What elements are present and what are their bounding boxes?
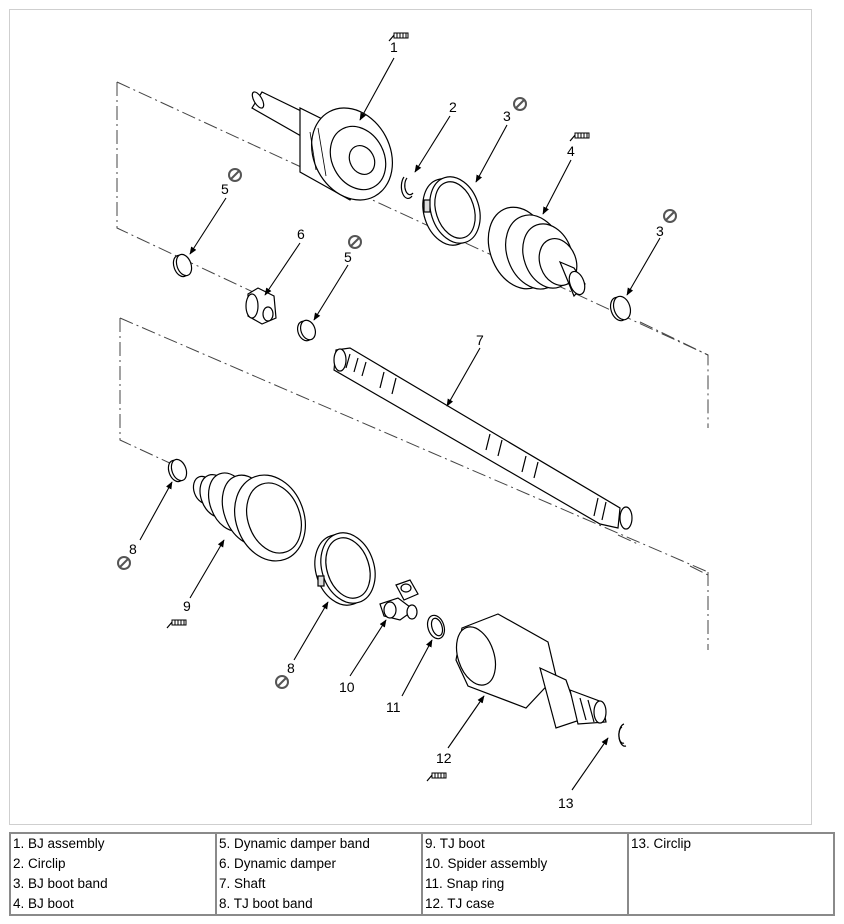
legend-item: 11. Snap ring [425,876,505,891]
tj-boot-band-large [314,532,376,606]
callout-1: 1 [390,39,398,55]
callout-12: 12 [436,750,452,766]
callout-5-right: 5 [344,249,352,265]
legend-column-4: 13. Circlip [627,832,835,916]
exploded-diagram: 1 2 3 4 5 6 5 7 3 8 9 8 10 11 12 13 [116,32,709,811]
callout-11: 11 [386,699,401,715]
dynamic-damper [245,287,277,325]
callout-8-large: 8 [287,660,295,676]
leader-lines [139,57,661,791]
tj-case [455,613,607,729]
bj-boot [487,206,586,298]
callout-9: 9 [183,598,191,614]
legend-item: 6. Dynamic damper [219,856,337,871]
bj-boot-band-large [422,176,481,246]
diagram-frame [9,9,812,825]
assembly-guide-lines [116,81,709,650]
bj-assembly [251,91,394,201]
legend-table: 1. BJ assembly 2. Circlip 3. BJ boot ban… [9,832,835,916]
callout-2: 2 [449,99,457,115]
callout-3-boot-band: 3 [503,108,511,124]
snap-ring [426,614,446,640]
dynamic-damper-band-left [172,253,193,278]
bj-boot-band-small [609,295,632,322]
legend-item: 12. TJ case [425,896,495,911]
legend-column-2: 5. Dynamic damper band 6. Dynamic damper… [215,832,423,916]
callout-13: 13 [558,795,574,811]
legend-item: 5. Dynamic damper band [219,836,370,851]
shaft [333,347,633,530]
callout-4: 4 [567,143,575,159]
legend-item: 2. Circlip [13,856,66,871]
legend-item: 1. BJ assembly [13,836,105,851]
callout-6: 6 [297,226,305,242]
legend-item: 9. TJ boot [425,836,485,851]
tj-boot-band-small [167,458,188,483]
tj-boot [192,472,306,562]
legend-item: 3. BJ boot band [13,876,108,891]
legend-item: 10. Spider assembly [425,856,548,871]
callout-10: 10 [339,679,355,695]
callout-7: 7 [476,332,484,348]
legend-item: 8. TJ boot band [219,896,313,911]
circlip-bj [400,176,414,200]
dynamic-damper-band-right [296,319,317,342]
legend-column-3: 9. TJ boot 10. Spider assembly 11. Snap … [421,832,629,916]
spider-assembly [379,579,419,621]
callout-8-left: 8 [129,541,137,557]
legend-item: 13. Circlip [631,836,692,851]
callout-5-left: 5 [221,181,229,197]
legend-item: 4. BJ boot [13,896,74,911]
legend-column-1: 1. BJ assembly 2. Circlip 3. BJ boot ban… [9,832,217,916]
legend-item: 7. Shaft [219,876,266,891]
circlip-tj [618,723,627,747]
callout-3-small-band: 3 [656,223,664,239]
